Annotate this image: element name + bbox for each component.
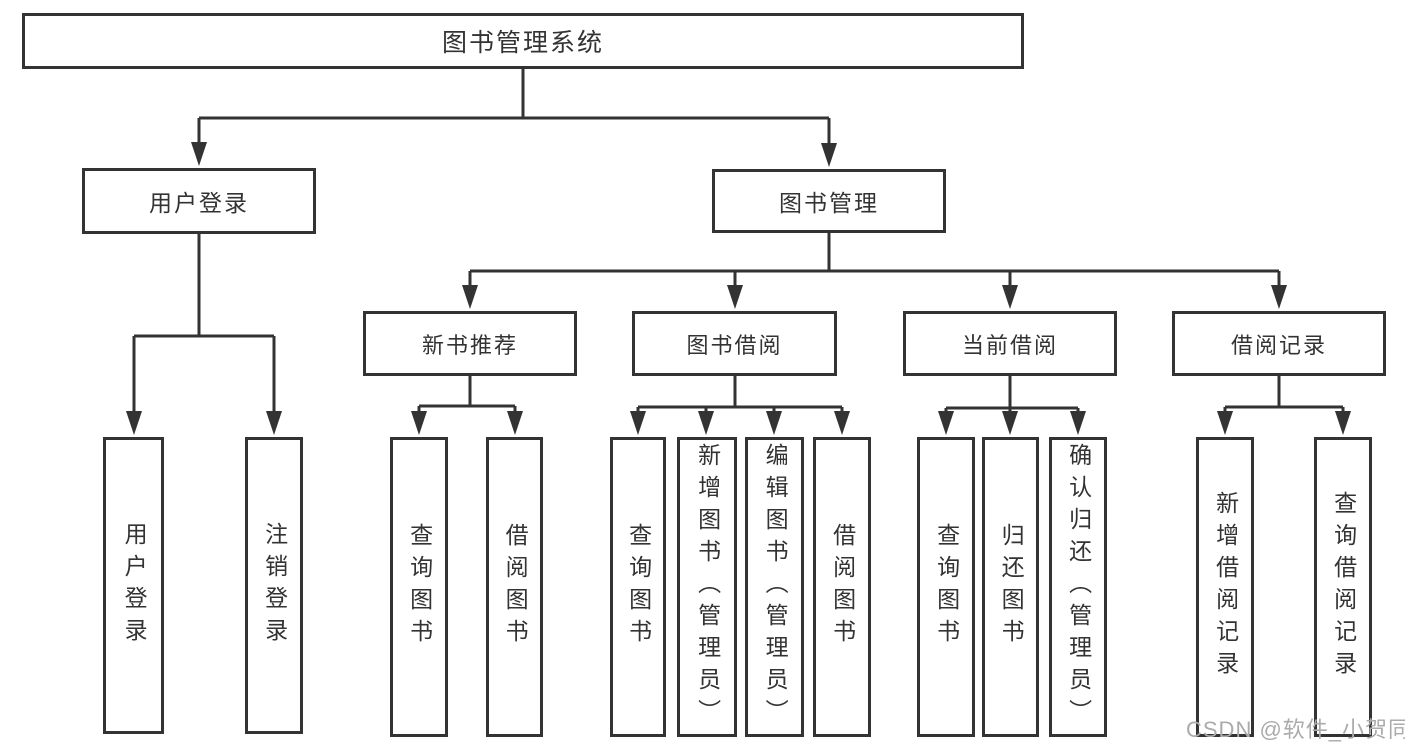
node-leaf-recommend-query-books: 查询图书 (390, 437, 448, 737)
node-leaf-borrowing-borrow-books: 借阅图书 (813, 437, 871, 737)
node-borrowing-records-label: 借阅记录 (1230, 332, 1327, 358)
node-leaf-records-add-record: 新增借阅记录 (1196, 437, 1254, 737)
node-leaf-borrowing-add-books-label: 新增图书（管理员） (694, 443, 721, 731)
node-user-login-group-label: 用户登录 (149, 190, 249, 216)
node-book-borrowing-label: 图书借阅 (686, 332, 783, 358)
node-leaf-current-return-books: 归还图书 (982, 437, 1039, 737)
node-leaf-recommend-borrow-books-label: 借阅图书 (502, 523, 529, 651)
node-leaf-borrowing-add-books: 新增图书（管理员） (677, 437, 737, 737)
node-root: 图书管理系统 (22, 13, 1024, 69)
node-leaf-current-query-books: 查询图书 (917, 437, 975, 737)
node-leaf-recommend-query-books-label: 查询图书 (406, 523, 433, 651)
node-new-book-recommend: 新书推荐 (363, 311, 577, 376)
node-root-label: 图书管理系统 (441, 29, 604, 57)
node-leaf-user-login: 用户登录 (103, 437, 164, 734)
watermark: CSDN @软件_小贺同学 (1186, 717, 1405, 742)
node-leaf-records-query-record-label: 查询借阅记录 (1330, 491, 1357, 683)
node-leaf-user-login-label: 用户登录 (121, 521, 148, 650)
node-leaf-recommend-borrow-books: 借阅图书 (486, 437, 543, 737)
node-new-book-recommend-label: 新书推荐 (421, 332, 518, 358)
node-leaf-borrowing-edit-books: 编辑图书（管理员） (745, 437, 804, 737)
node-leaf-current-query-books-label: 查询图书 (933, 523, 960, 651)
node-current-borrowing: 当前借阅 (903, 311, 1117, 376)
node-book-management-label: 图书管理 (779, 190, 879, 216)
node-leaf-records-add-record-label: 新增借阅记录 (1212, 491, 1239, 683)
node-leaf-current-return-books-label: 归还图书 (998, 523, 1025, 651)
node-leaf-borrowing-query-books: 查询图书 (610, 437, 666, 737)
node-leaf-current-confirm-return-label: 确认归还（管理员） (1065, 443, 1092, 731)
node-current-borrowing-label: 当前借阅 (961, 332, 1058, 358)
node-leaf-borrowing-query-books-label: 查询图书 (625, 523, 652, 651)
node-leaf-borrowing-borrow-books-label: 借阅图书 (829, 523, 856, 651)
node-leaf-current-confirm-return: 确认归还（管理员） (1049, 437, 1107, 737)
node-borrowing-records: 借阅记录 (1172, 311, 1386, 376)
node-leaf-records-query-record: 查询借阅记录 (1314, 437, 1372, 737)
node-book-borrowing: 图书借阅 (632, 311, 837, 376)
node-user-login-group: 用户登录 (82, 168, 316, 234)
node-leaf-logout-label: 注销登录 (261, 521, 288, 650)
node-leaf-borrowing-edit-books-label: 编辑图书（管理员） (762, 443, 789, 731)
node-book-management: 图书管理 (712, 169, 946, 233)
node-leaf-logout: 注销登录 (245, 437, 303, 734)
arrowhead-icons (126, 142, 1351, 435)
